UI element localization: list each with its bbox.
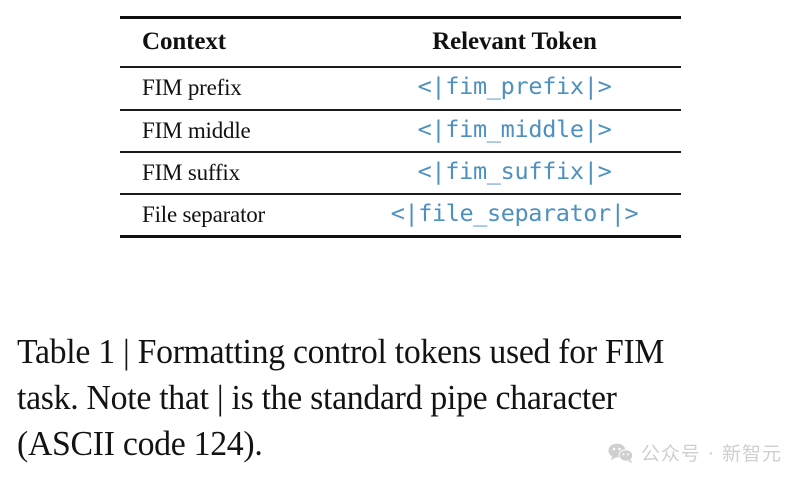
token-value: <|fim_middle|> bbox=[417, 114, 612, 143]
cell-token: <|fim_suffix|> bbox=[348, 150, 681, 195]
cell-token: <|fim_middle|> bbox=[348, 108, 681, 152]
cell-context: FIM middle bbox=[120, 108, 348, 152]
cell-context: FIM prefix bbox=[120, 66, 348, 110]
token-value: <|fim_prefix|> bbox=[417, 72, 612, 101]
column-header-relevant-token: Relevant Token bbox=[348, 16, 681, 69]
cell-context: FIM suffix bbox=[120, 150, 348, 195]
table-row: File separator <|file_separator|> bbox=[120, 193, 681, 239]
caption-line-1: Table 1 | Formatting control tokens used… bbox=[17, 332, 665, 371]
table-caption: Table 1 | Formatting control tokens used… bbox=[17, 329, 762, 467]
fim-control-tokens-table: Context Relevant Token FIM prefix <|fim_… bbox=[120, 16, 681, 239]
table-body: FIM prefix <|fim_prefix|> FIM middle <|f… bbox=[120, 66, 681, 239]
table-row: FIM prefix <|fim_prefix|> bbox=[120, 66, 681, 110]
table-header: Context Relevant Token bbox=[120, 16, 681, 69]
caption-line-2: task. Note that | is the standard pipe c… bbox=[17, 378, 617, 417]
wechat-icon bbox=[608, 442, 634, 464]
table-row: FIM suffix <|fim_suffix|> bbox=[120, 150, 681, 195]
cell-token: <|file_separator|> bbox=[348, 193, 681, 239]
table-figure: Context Relevant Token FIM prefix <|fim_… bbox=[120, 16, 681, 239]
table-row: FIM middle <|fim_middle|> bbox=[120, 108, 681, 152]
watermark-text: 公众号 · 新智元 bbox=[640, 443, 782, 465]
cell-token: <|fim_prefix|> bbox=[348, 66, 681, 110]
wechat-watermark: 公众号 · 新智元 bbox=[608, 439, 782, 466]
table-header-row: Context Relevant Token bbox=[120, 16, 681, 69]
column-header-context: Context bbox=[120, 16, 348, 69]
cell-context: File separator bbox=[120, 193, 348, 239]
caption-line-3: (ASCII code 124). bbox=[17, 424, 263, 463]
token-value: <|fim_suffix|> bbox=[417, 157, 612, 186]
token-value: <|file_separator|> bbox=[390, 199, 639, 228]
